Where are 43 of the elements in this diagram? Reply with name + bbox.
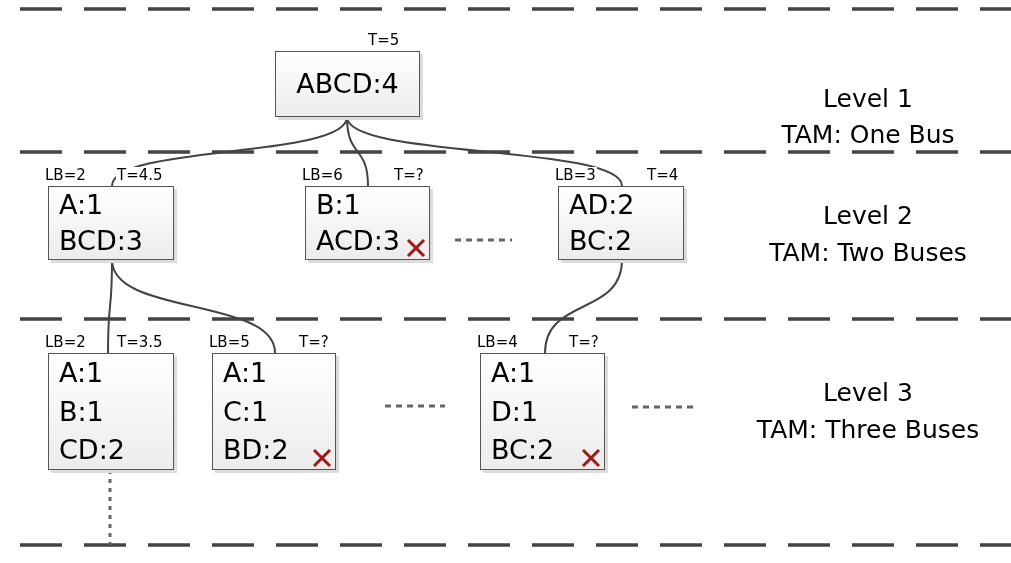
partition-box [212,353,336,470]
level-label: TAM: Two Buses [768,238,968,268]
partition-text: BCD:3 [59,224,143,258]
annotation-text: T=? [393,167,425,183]
partition-box [48,186,174,260]
partition-text: A:1 [59,188,104,222]
partition-text: C:1 [223,394,269,429]
partition-text: B:1 [59,394,104,429]
partition-text: ACD:3 [316,224,400,258]
level-label: TAM: Three Buses [755,415,981,445]
annotation-text: LB=2 [44,334,87,350]
annotation-text: T=5 [367,32,401,48]
partition-text: BD:2 [223,433,289,467]
partition-text: D:1 [491,394,539,429]
partition-text: ABCD:4 [296,67,399,101]
annotation-text: LB=2 [44,167,87,183]
dotted-connector [108,470,112,545]
partition-text: B:1 [316,188,361,222]
level-label: Level 2 [822,201,914,231]
annotation-text: T=4 [646,167,680,183]
partition-box [480,353,605,470]
partition-text: BC:2 [569,224,633,258]
partition-box [558,186,684,260]
partition-text: BC:2 [491,433,555,467]
partition-text: CD:2 [59,433,125,467]
level-label: TAM: One Bus [780,120,956,150]
partition-text: A:1 [491,356,536,390]
annotation-text: LB=3 [554,167,597,183]
partition-text: AD:2 [569,188,635,222]
annotation-text: T=4.5 [116,167,164,183]
annotation-text: LB=6 [301,167,344,183]
annotation-text: LB=5 [208,334,251,350]
partition-box [275,51,420,117]
level-label: Level 1 [822,84,914,114]
level-label: Level 3 [822,378,914,408]
partition-box [305,186,430,260]
partition-box [48,353,174,470]
annotation-text: T=? [568,334,600,350]
annotation-text: T=? [298,334,330,350]
partition-text: A:1 [223,356,268,390]
annotation-text: T=3.5 [116,334,164,350]
annotation-text: LB=4 [476,334,519,350]
partition-text: A:1 [59,356,104,390]
